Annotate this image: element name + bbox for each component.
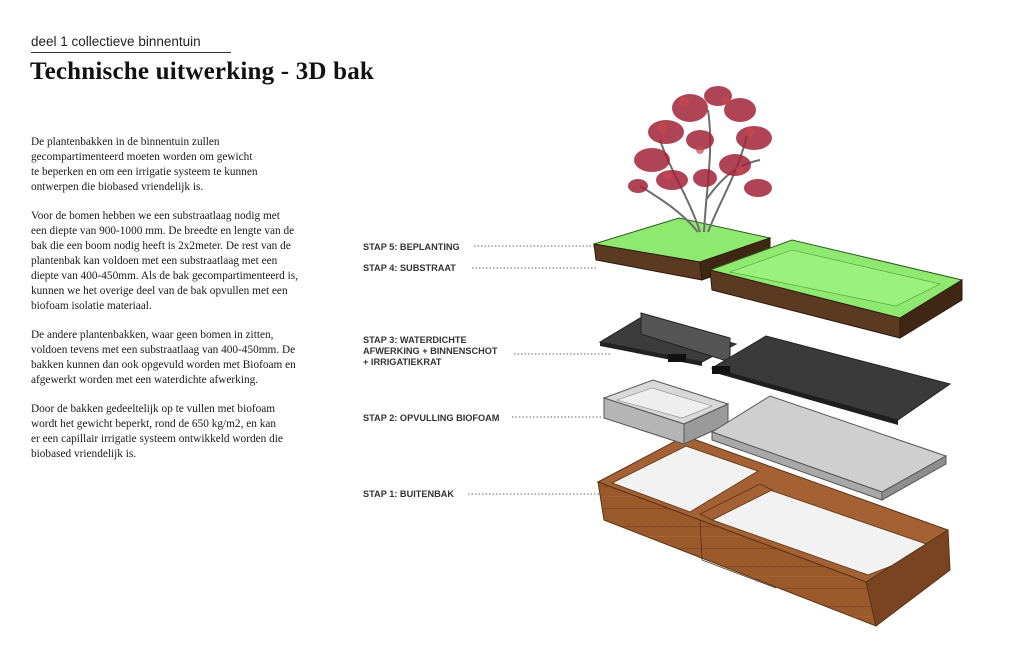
- section-label: deel 1 collectieve binnentuin: [31, 34, 201, 49]
- membrane-right-top: [710, 335, 952, 421]
- text-line: De andere plantenbakken, waar geen bomen…: [31, 329, 274, 341]
- step-1-label: STAP 1: BUITENBAK: [363, 489, 454, 500]
- step-4-text: STAP 4: SUBSTRAAT: [363, 263, 456, 273]
- step-3-text: AFWERKING + BINNENSCHOT: [363, 346, 498, 356]
- page-title: Technische uitwerking - 3D bak: [30, 58, 375, 85]
- step-5-text: STAP 5: BEPLANTING: [363, 242, 460, 252]
- planter-side-face: [865, 529, 951, 627]
- paragraph-trees: Voor de bomen hebben we een substraatlaa…: [31, 209, 341, 314]
- text-line: wordt het gewicht beperkt, rond de 650 k…: [31, 418, 277, 430]
- step-3-text: + IRRIGATIEKRAT: [363, 357, 442, 367]
- step-5-label: STAP 5: BEPLANTING: [363, 242, 460, 253]
- planter-seam: [699, 519, 777, 589]
- step-4-label: STAP 4: SUBSTRAAT: [363, 263, 456, 274]
- text-line: kunnen we het overige deel van de bak op…: [31, 285, 288, 297]
- planter-inner-left: [610, 445, 760, 513]
- tree-foliage-highlights: [657, 96, 755, 180]
- text-line: bak die een boom nodig heeft is 2x2meter…: [31, 240, 291, 252]
- tree-illustration: [628, 86, 772, 233]
- section-underline: [31, 52, 231, 53]
- paragraph-intro: De plantenbakken in de binnentuin zullen…: [31, 135, 341, 195]
- text-line: Voor de bomen hebben we een substraatlaa…: [31, 210, 280, 222]
- membrane-right-front: [712, 368, 898, 425]
- tree-foliage: [628, 86, 772, 197]
- step-2-label: STAP 2: OPVULLING BIOFOAM: [363, 413, 499, 424]
- text-line: diepte van 400-450mm. Als de bak gecompa…: [31, 270, 298, 282]
- text-line: bakken kunnen dan ook opgevuld worden me…: [31, 359, 296, 371]
- step-1-text: STAP 1: BUITENBAK: [363, 489, 455, 499]
- step-3-label: STAP 3: WATERDICHTE AFWERKING + BINNENSC…: [363, 335, 498, 368]
- planter-divider: [699, 483, 773, 521]
- substrate-right-side: [899, 279, 963, 339]
- paragraph-biofoam: Door de bakken gedeeltelijk op te vullen…: [31, 402, 341, 462]
- text-line: Door de bakken gedeeltelijk op te vullen…: [31, 403, 276, 415]
- leader-lines: [468, 245, 610, 495]
- text-line: ontwerpen die biobased vriendelijk is.: [31, 181, 204, 193]
- text-line: gecompartimenteerd moeten worden om gewi…: [31, 151, 253, 163]
- irrigation-crate-right: [712, 366, 730, 374]
- irrigation-crate-left: [668, 354, 686, 362]
- grass-inner-right: [728, 249, 941, 307]
- outer-planter-wood: [596, 435, 951, 627]
- waterproof-membrane: [598, 312, 952, 425]
- text-line: een diepte van 900-1000 mm. De breedte e…: [31, 225, 295, 237]
- substrate-planting: [593, 217, 964, 339]
- text-line: plantenbak kan voldoen met een substraat…: [31, 255, 278, 267]
- step-3-text: STAP 3: WATERDICHTE: [363, 335, 467, 345]
- text-line: biofoam isolatie materiaal.: [31, 300, 152, 312]
- text-line: voldoen tevens met een substraatlaag van…: [31, 344, 296, 356]
- text-line: afgewerkt worden met een waterdichte afw…: [31, 374, 259, 386]
- text-line: te beperken en om een irrigatie systeem …: [31, 166, 258, 178]
- text-line: er een capillair irrigatie systeem ontwi…: [31, 433, 283, 445]
- foam-slab-side: [881, 455, 947, 501]
- text-line: biobased vriendelijk is.: [31, 448, 137, 460]
- paragraph-other-planters: De andere plantenbakken, waar geen bomen…: [31, 328, 341, 388]
- body-text: De plantenbakken in de binnentuin zullen…: [31, 135, 341, 476]
- text-line: De plantenbakken in de binnentuin zullen: [31, 136, 220, 148]
- biofoam-fill: [602, 379, 948, 501]
- step-2-text: STAP 2: OPVULLING BIOFOAM: [363, 413, 500, 423]
- foam-box-inner: [615, 387, 713, 419]
